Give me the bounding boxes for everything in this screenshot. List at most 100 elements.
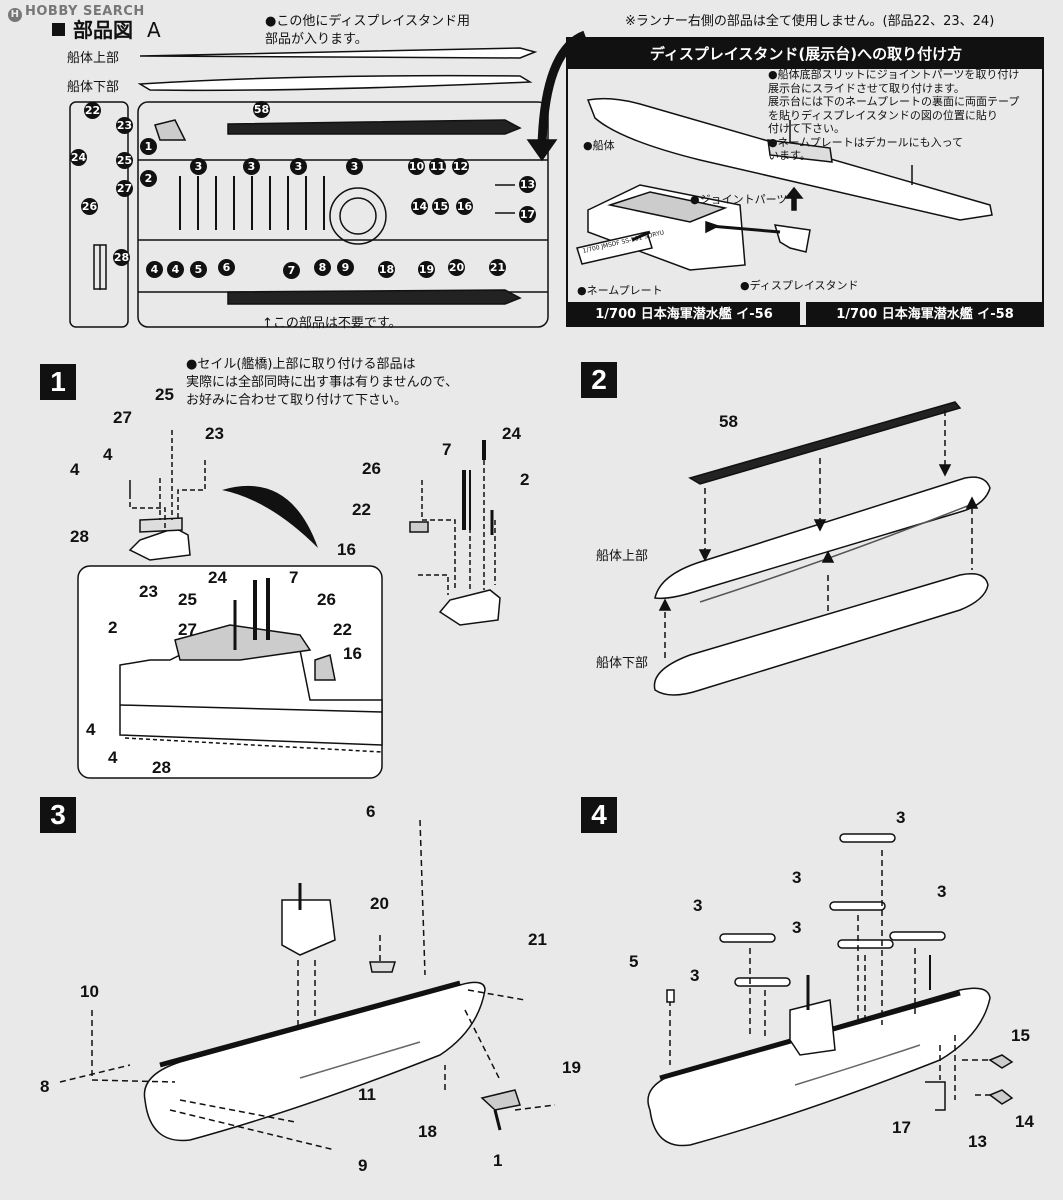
detail-callout-4a: 4 <box>86 720 96 739</box>
step4-callout-3e: 3 <box>937 882 947 901</box>
hobby-search-logo-icon: H <box>8 8 22 22</box>
sprue-part-2: 2 <box>140 170 157 187</box>
step4-callout-3c: 3 <box>693 896 703 915</box>
sprue-part-26: 26 <box>81 198 98 215</box>
sprue-part-58: 58 <box>253 101 270 118</box>
step-1-badge: 1 <box>40 364 76 400</box>
sprue-part-12: 12 <box>452 158 469 175</box>
step4-callout-3a: 3 <box>896 808 906 827</box>
step-4-badge: 4 <box>581 797 617 833</box>
hull-upper-part <box>139 47 538 59</box>
sprue-letter: A <box>147 18 161 42</box>
detail-callout-7: 7 <box>289 568 299 587</box>
deck-part-58 <box>227 119 522 135</box>
sprue-part-3c: 3 <box>290 158 307 175</box>
runner-unused-note: ※ランナー右側の部品は全て使用しません。(部品22、23、24) <box>625 14 995 29</box>
sprue-part-25: 25 <box>116 152 133 169</box>
display-stand-parts-note: ●この他にディスプレイスタンド用 部品が入ります。 <box>265 14 471 47</box>
step-2-badge: 2 <box>581 362 617 398</box>
sprue-part-17: 17 <box>519 206 536 223</box>
step3-callout-10: 10 <box>80 982 99 1001</box>
main-runner-frame <box>137 101 549 328</box>
detail-callout-27: 27 <box>178 620 197 639</box>
step1-callout-27: 27 <box>113 408 132 427</box>
deck-part-unneeded <box>227 289 522 305</box>
footer-i58: 1/700 日本海軍潜水艦 イ-58 <box>806 302 1044 327</box>
sprue-part-20: 20 <box>448 259 465 276</box>
step3-callout-6: 6 <box>366 802 376 821</box>
sprue-part-15: 15 <box>432 198 449 215</box>
step-3-badge: 3 <box>40 797 76 833</box>
small-runner-frame <box>69 101 129 328</box>
sprue-part-3b: 3 <box>243 158 260 175</box>
box-label-nameplate: ●ネームプレート <box>577 284 663 297</box>
step4-callout-3b: 3 <box>792 868 802 887</box>
step2-deck-58 <box>688 401 962 485</box>
sprue-part-7: 7 <box>283 262 300 279</box>
sprue-part-19: 19 <box>418 261 435 278</box>
step1-callout-28: 28 <box>70 527 89 546</box>
step1-callout-22: 22 <box>352 500 371 519</box>
step4-callout-17: 17 <box>892 1118 911 1137</box>
square-bullet-icon <box>52 23 65 36</box>
step2-label-hull-upper: 船体上部 <box>596 549 649 564</box>
sprue-part-27: 27 <box>116 180 133 197</box>
step4-callout-3d: 3 <box>792 918 802 937</box>
step3-callout-8: 8 <box>40 1077 50 1096</box>
sprue-part-4b: 4 <box>167 261 184 278</box>
step1-callout-4b: 4 <box>103 445 113 464</box>
step4-callout-5: 5 <box>629 952 639 971</box>
box-label-hull: ●船体 <box>583 139 615 152</box>
detail-callout-28: 28 <box>152 758 171 777</box>
sprue-part-10: 10 <box>408 158 425 175</box>
sprue-part-8: 8 <box>314 259 331 276</box>
runner-round-gate <box>329 187 387 245</box>
detail-callout-23: 23 <box>139 582 158 601</box>
sprue-part-13: 13 <box>519 176 536 193</box>
sprue-part-4a: 4 <box>146 261 163 278</box>
step3-callout-21: 21 <box>528 930 547 949</box>
step2-callout-58: 58 <box>719 412 738 431</box>
sprue-part-21: 21 <box>489 259 506 276</box>
step1-note: ●セイル(艦橋)上部に取り付ける部品は 実際には全部同時に出す事は有りませんので… <box>186 357 459 408</box>
label-hull-upper: 船体上部 <box>67 51 120 66</box>
sprue-part-16: 16 <box>456 198 473 215</box>
sprue-part-11: 11 <box>429 158 446 175</box>
step1-sail-small <box>128 527 191 561</box>
detail-callout-2: 2 <box>108 618 118 637</box>
step2-label-hull-lower: 船体下部 <box>596 656 649 671</box>
footer-i56: 1/700 日本海軍潜水艦 イ-56 <box>568 302 800 327</box>
sprue-part-23: 23 <box>116 117 133 134</box>
sprue-part-22: 22 <box>84 102 101 119</box>
display-stand-box-title: ディスプレイスタンド(展示台)への取り付け方 <box>568 39 1044 69</box>
detail-callout-25: 25 <box>178 590 197 609</box>
detail-callout-16: 16 <box>343 644 362 663</box>
box-hull-drawing <box>586 97 993 221</box>
display-stand-box <box>566 37 1044 327</box>
step3-callout-9: 9 <box>358 1156 368 1175</box>
sprue-part-3d: 3 <box>346 158 363 175</box>
step1-callout-7: 7 <box>442 440 452 459</box>
step2-hull-upper <box>654 476 991 600</box>
step1-callout-2: 2 <box>520 470 530 489</box>
detail-callout-4b: 4 <box>108 748 118 767</box>
step1-pointer-wedge <box>222 485 318 548</box>
step3-callout-19: 19 <box>562 1058 581 1077</box>
step3-callout-18: 18 <box>418 1122 437 1141</box>
detail-callout-26: 26 <box>317 590 336 609</box>
step3-hull <box>143 981 486 1142</box>
display-stand-instructions: ●船体底部スリットにジョイントパーツを取り付け 展示台にスライドさせて取り付けま… <box>768 68 1020 162</box>
sprue-part-3a: 3 <box>190 158 207 175</box>
sprue-part-14: 14 <box>411 198 428 215</box>
step3-callout-1: 1 <box>493 1151 503 1170</box>
step4-callout-14: 14 <box>1015 1112 1034 1131</box>
step3-sail <box>281 899 336 956</box>
step1-callout-26: 26 <box>362 459 381 478</box>
hull-lower-part <box>137 74 533 92</box>
step1-callout-16: 16 <box>337 540 356 559</box>
step1-callout-4a: 4 <box>70 460 80 479</box>
step4-callout-15: 15 <box>1011 1026 1030 1045</box>
